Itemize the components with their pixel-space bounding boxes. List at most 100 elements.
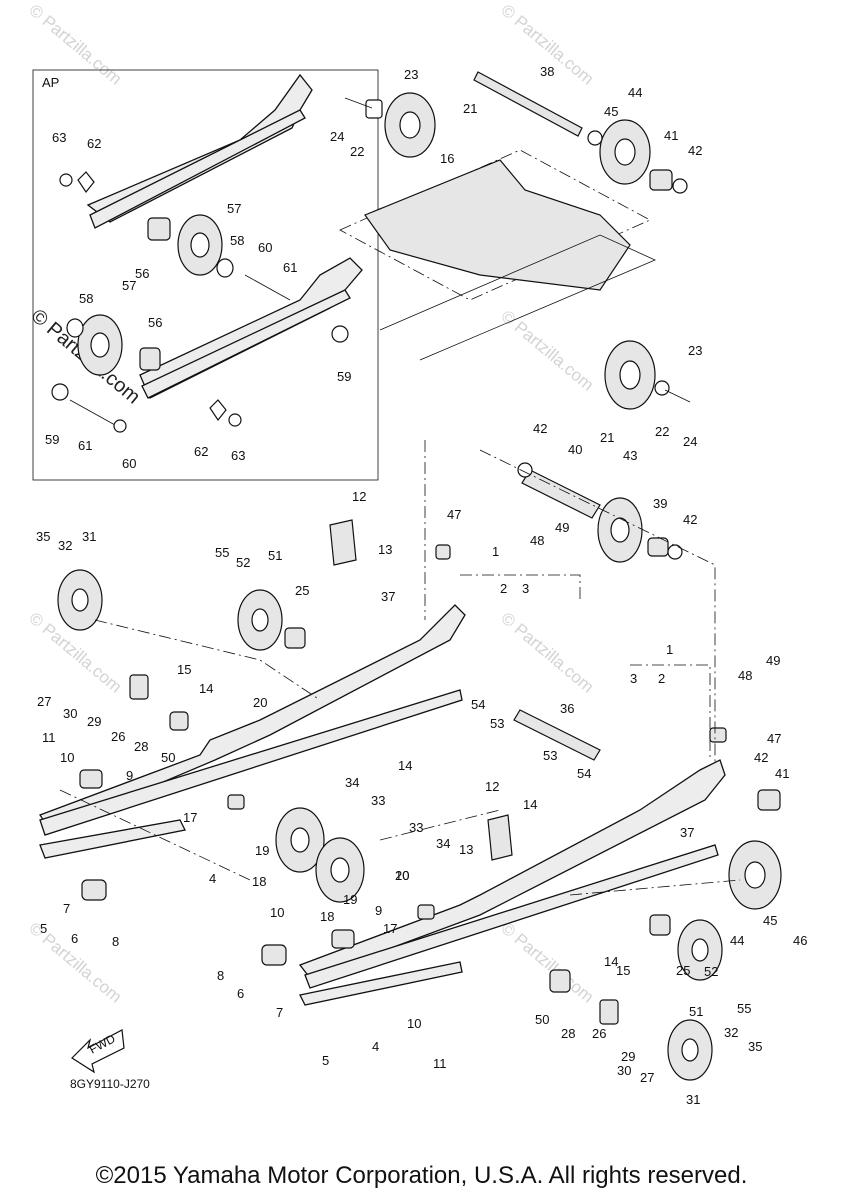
- callout-label: 62: [87, 136, 101, 151]
- slide-runner-left: [39, 689, 463, 836]
- callout-label: 57: [227, 201, 241, 216]
- callout-label: 20: [253, 695, 267, 710]
- wheel-18-left: [275, 807, 325, 873]
- callout-label: 32: [58, 538, 72, 553]
- inset-frame: [32, 69, 379, 481]
- callout-label: 53: [543, 748, 557, 763]
- slide-rail-left: [39, 604, 466, 859]
- callout-label: 10: [60, 750, 74, 765]
- callout-label: 4: [209, 871, 216, 886]
- callout-label: 19: [343, 892, 357, 907]
- callout-label: 24: [683, 434, 697, 449]
- callout-label: 54: [577, 766, 591, 781]
- callout-label: 60: [122, 456, 136, 471]
- callout-label: 1: [492, 544, 499, 559]
- wheel-44-lower: [728, 840, 782, 910]
- callout-label: 50: [535, 1012, 549, 1027]
- callout-label: 20: [395, 868, 409, 883]
- inset-rail-upper-slide: [89, 109, 306, 229]
- idler-wheel-21-lower: [604, 340, 691, 410]
- inset-label: AP: [42, 75, 59, 90]
- callout-label: 32: [724, 1025, 738, 1040]
- callout-label: 24: [330, 129, 344, 144]
- collar-17-right: [417, 904, 435, 920]
- callout-label: 50: [161, 750, 175, 765]
- callout-label: 33: [371, 793, 385, 808]
- callout-label: 36: [560, 701, 574, 716]
- callout-label: 38: [540, 64, 554, 79]
- wheel-31-upper: [57, 569, 103, 631]
- callout-label: 15: [177, 662, 191, 677]
- spacer-22-top: [365, 99, 383, 119]
- inset-bushing-upper: [147, 217, 171, 241]
- wheel-18-right: [315, 837, 365, 903]
- track-belt: [364, 159, 631, 291]
- stop-9-left: [79, 769, 103, 789]
- fwd-arrow-icon: [71, 1029, 125, 1074]
- callout-label: 41: [775, 766, 789, 781]
- inset-nut-upper: [59, 173, 73, 187]
- callout-label: 55: [215, 545, 229, 560]
- callout-label: 12: [485, 779, 499, 794]
- collar-41-lower: [757, 789, 781, 811]
- inset-bracket-lower: [209, 399, 227, 422]
- collar-17-left: [227, 794, 245, 810]
- slide-runner-right: [304, 844, 719, 989]
- callout-label: 44: [628, 85, 642, 100]
- callout-label: 6: [71, 931, 78, 946]
- callout-label: 7: [276, 1005, 283, 1020]
- rear-axle-assembly: [517, 462, 683, 563]
- callout-label: 31: [82, 529, 96, 544]
- small-parts: [79, 519, 781, 1025]
- callout-label: 13: [378, 542, 392, 557]
- callout-label: 62: [194, 444, 208, 459]
- watermark-text: © Partzilla.com: [497, 307, 597, 395]
- inset-wheel-lower: [66, 314, 123, 376]
- callout-label: 10: [395, 868, 409, 883]
- callout-label: 13: [459, 842, 473, 857]
- callout-label: 30: [63, 706, 77, 721]
- watermark-text: © Partzilla.com: [497, 609, 597, 697]
- bushing-25-upper: [284, 627, 306, 649]
- collar-39: [647, 537, 669, 557]
- callout-label: 25: [295, 583, 309, 598]
- callout-label: 21: [600, 430, 614, 445]
- bearing-45-top: [587, 130, 603, 146]
- callout-label: 61: [78, 438, 92, 453]
- copyright-notice: ©2015 Yamaha Motor Corporation, U.S.A. A…: [95, 1162, 748, 1189]
- callout-label: 10: [270, 905, 284, 920]
- callout-label: 48: [530, 533, 544, 548]
- callout-label: 55: [737, 1001, 751, 1016]
- callout-label: 34: [436, 836, 450, 851]
- callout-label: 25: [676, 963, 690, 978]
- callout-label: 52: [704, 964, 718, 979]
- alignment-lines: [59, 440, 741, 896]
- callout-label: 52: [236, 555, 250, 570]
- collar-47-upper: [435, 544, 451, 560]
- callout-label: 11: [433, 1056, 447, 1071]
- inset-washer-right: [331, 325, 349, 343]
- callout-label: 63: [231, 448, 245, 463]
- callout-label: 37: [381, 589, 395, 604]
- callout-label: 21: [463, 101, 477, 116]
- fwd-arrow: FWD: [71, 1029, 125, 1074]
- callout-label: 31: [686, 1092, 700, 1107]
- callout-label: 57: [122, 278, 136, 293]
- collar-47: [709, 727, 727, 743]
- callout-label: 8: [112, 934, 119, 949]
- inset-washer-small: [113, 419, 127, 433]
- callout-label: 14: [398, 758, 412, 773]
- callout-label: 47: [767, 731, 781, 746]
- bumper-6-right: [261, 944, 287, 966]
- drawing-code: 8GY9110-J270: [70, 1077, 150, 1091]
- bolt-24-top: [344, 97, 373, 109]
- washer-42-b: [667, 544, 683, 560]
- block-26-lower: [599, 999, 619, 1025]
- callout-label: 34: [345, 775, 359, 790]
- callout-label: 8: [217, 968, 224, 983]
- slide-rail-right: [298, 759, 726, 1006]
- bushing-25-lower: [649, 914, 671, 936]
- inset-wheel-upper: [177, 214, 234, 278]
- callout-label: 26: [111, 729, 125, 744]
